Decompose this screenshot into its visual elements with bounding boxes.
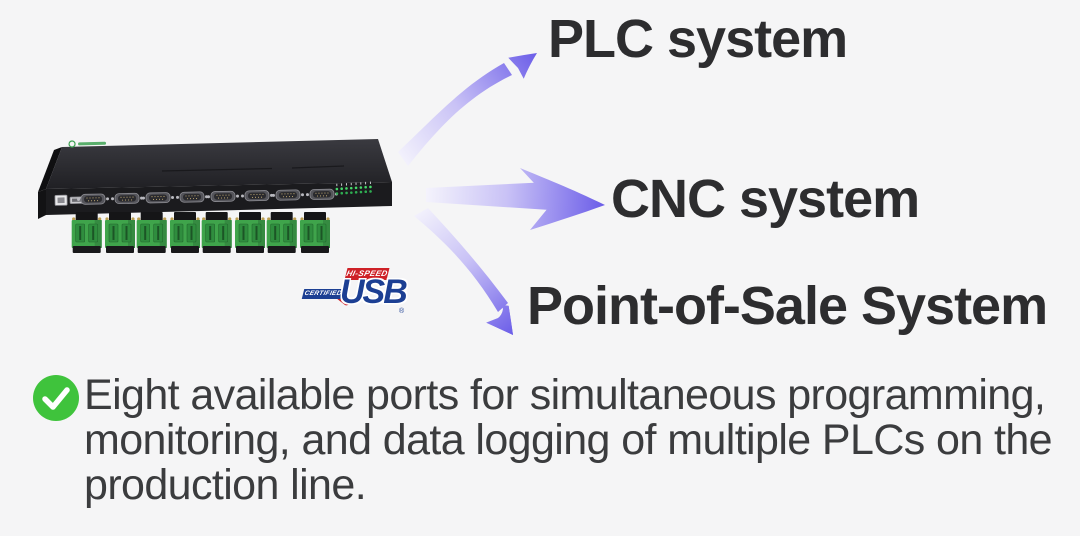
usb-logo-certified-tab: CERTIFIED (301, 289, 345, 299)
device-grooves (161, 165, 345, 172)
arrow-to-pos (414, 208, 513, 335)
usb-logo-wordmark: USB (340, 273, 408, 311)
db9-ports (77, 188, 338, 205)
arrow-to-cnc (426, 168, 605, 230)
feature-line-1: Eight available ports for simultaneous p… (84, 371, 1046, 419)
feature-line-2: monitoring, and data logging of multiple… (84, 416, 1053, 464)
arrow-to-plc (398, 53, 537, 166)
device-left-slant (38, 147, 62, 192)
device-top-face (46, 139, 392, 189)
feature-text: Eight available ports for simultaneous p… (84, 371, 1053, 509)
usb-logo-registered-mark: ® (399, 308, 405, 315)
check-circle-icon (33, 375, 79, 421)
usb-b-port (54, 194, 68, 206)
terminal-block-adapters (71, 212, 330, 253)
device-left-side (38, 189, 46, 219)
target-label-point-of-sale-system: Point-of-Sale System (527, 276, 1048, 336)
usb-hispeed-certified-logo: HI-SPEED CERTIFIED USB ® (300, 260, 408, 322)
feature-line-3: production line. (84, 461, 367, 509)
serial-hub-device-image (38, 139, 392, 253)
brand-logo (68, 140, 107, 148)
fanout-arrows (398, 53, 605, 335)
led-panel (335, 181, 372, 195)
target-label-plc-system: PLC system (548, 9, 848, 69)
target-label-cnc-system: CNC system (611, 169, 920, 229)
